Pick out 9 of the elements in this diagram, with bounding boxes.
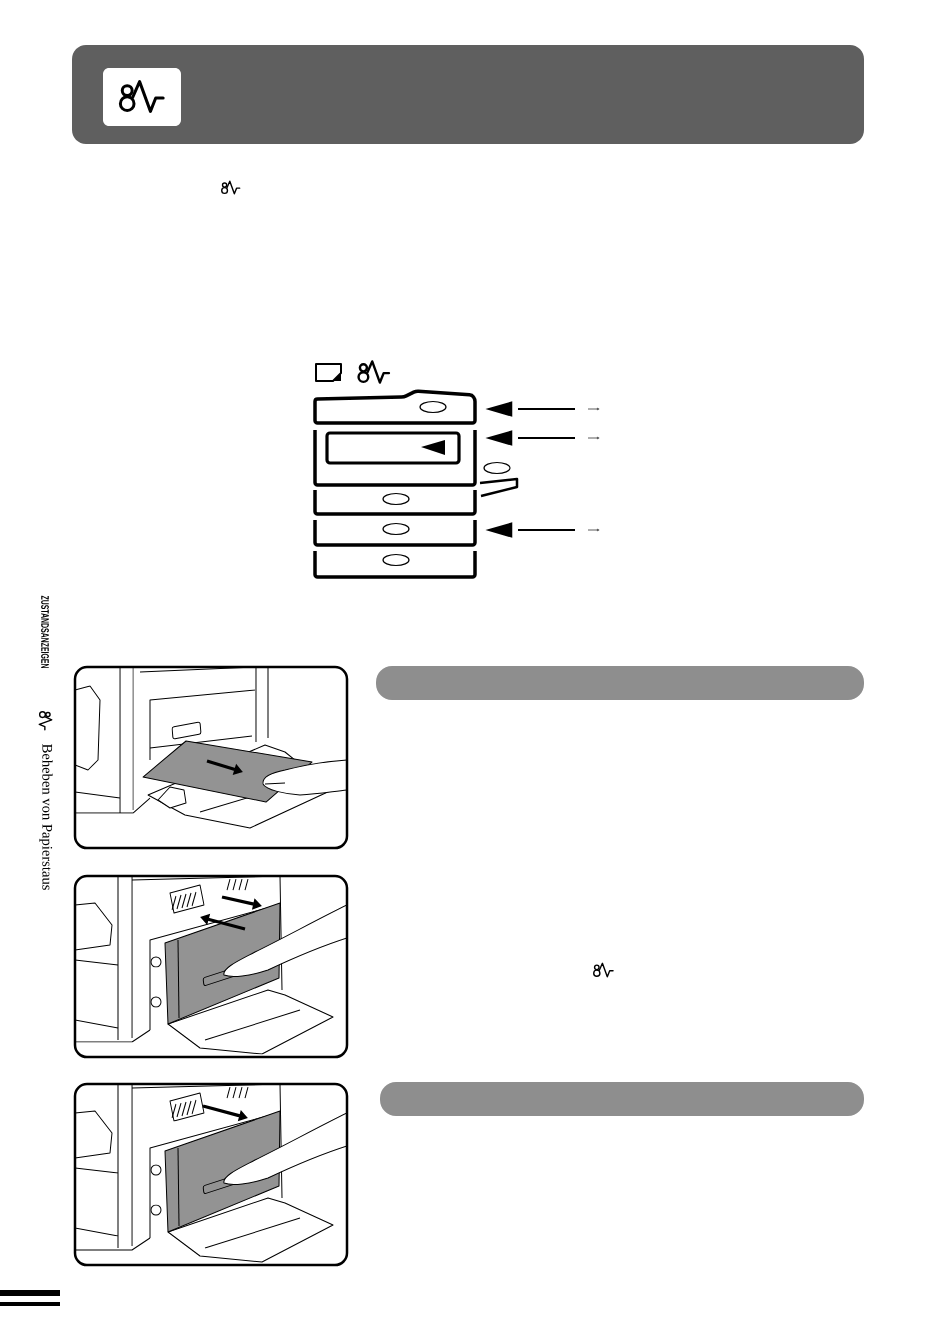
side-heading: ZUSTANDSANZEIGEN bbox=[41, 595, 49, 669]
paper-tray bbox=[313, 549, 477, 579]
side-title: Beheben von Papierstaus bbox=[39, 744, 53, 890]
heading-bar bbox=[376, 666, 864, 700]
paper-tray bbox=[313, 518, 477, 547]
printer-top-unit bbox=[313, 389, 477, 425]
printer-body bbox=[313, 430, 477, 487]
paper-tray bbox=[313, 488, 477, 516]
heading-bar bbox=[380, 1082, 864, 1116]
